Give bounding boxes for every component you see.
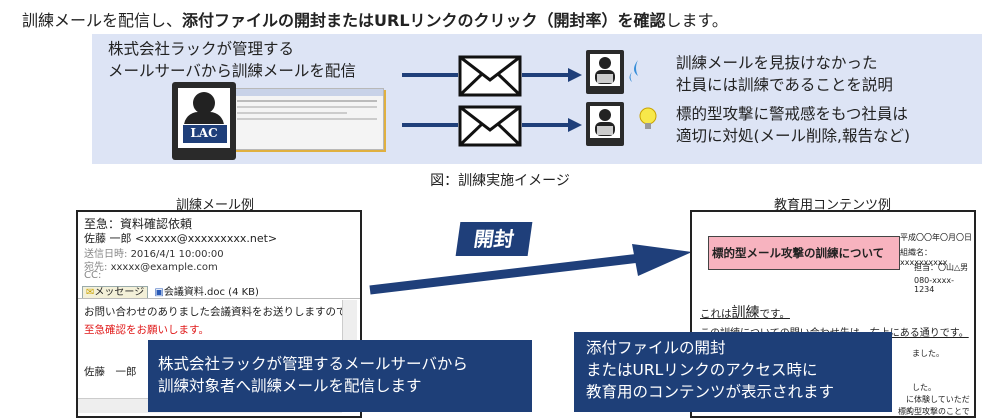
edu-line-1-c: です。 — [759, 308, 790, 320]
attachment-file[interactable]: ▣会議資料.doc (4 KB) — [154, 287, 259, 298]
envelope-icon-upper — [458, 55, 522, 97]
edu-title: 標的型メール攻撃の訓練について — [712, 246, 885, 260]
mail-date-label: 送信日時: — [84, 249, 128, 260]
mail-date: 送信日時: 2016/4/1 10:00:00 — [84, 245, 224, 260]
edu-person: 担当：〇山△男 — [914, 263, 969, 272]
flow-arrows — [402, 50, 657, 147]
person-icon — [193, 92, 215, 114]
figure-caption: 図：訓練実施イメージ — [430, 173, 570, 189]
lac-logo: LAC — [190, 126, 218, 140]
upper-flow — [402, 68, 582, 82]
mail-example-label: 訓練メール例 — [176, 198, 255, 213]
edu-line-1-b: 訓練 — [731, 305, 760, 321]
sender-line-2: メールサーバから訓練メールを配信 — [108, 62, 356, 80]
lower-flow — [402, 118, 582, 132]
message-tab[interactable]: ✉メッセージ — [82, 286, 149, 299]
mail-attachments: ✉メッセージ ▣会議資料.doc (4 KB) — [82, 283, 259, 299]
mail-signature: 佐藤 一郎 — [84, 366, 137, 378]
employee-icon-lower — [586, 102, 624, 146]
headline-text: 訓練メールを配信し、 — [22, 11, 183, 30]
lac-monitor-icon: LAC — [172, 82, 236, 160]
mail-from: 佐藤 一郎 <xxxxx@xxxxxxxxx.net> — [84, 232, 278, 245]
word-doc-icon: ▣ — [154, 287, 164, 298]
left-callout: 株式会社ラックが管理するメールサーバから 訓練対象者へ訓練メールを配信します — [148, 340, 532, 412]
headline-tail: します。 — [665, 11, 728, 30]
edu-fragment-1: ました。 — [912, 349, 944, 358]
edu-line-1-a: これは — [700, 308, 732, 320]
outcome-missed-line-2: 社員には訓練であることを説明 — [676, 76, 893, 94]
lightbulb-icon — [639, 107, 657, 129]
mail-subject: 至急：資料確認依頼 — [84, 217, 193, 231]
left-callout-line-2: 訓練対象者へ訓練メールを配信します — [158, 377, 422, 395]
mail-to-value: xxxxx@example.com — [110, 262, 218, 273]
mail-body-line-2: 至急確認をお願いします。 — [84, 324, 209, 336]
edu-date: 平成〇〇年〇月〇日 — [900, 233, 972, 242]
edu-org: 組織名：xxxxxxxxxx — [900, 248, 948, 267]
headline: 訓練メールを配信し、添付ファイルの開封またはURLリンクのクリック（開封率）を確… — [22, 7, 728, 31]
mail-cc: CC: — [84, 270, 102, 281]
right-callout-line-2: またはURLリンクのアクセス時に — [586, 361, 818, 379]
outcome-alert-line-2: 適切に対処(メール削除,報告など) — [676, 127, 911, 145]
edu-fragment-3: に体験していただく — [906, 395, 970, 415]
attachment-file-name: 会議資料.doc (4 KB) — [163, 287, 259, 298]
mail-date-value: 2016/4/1 10:00:00 — [130, 249, 224, 260]
envelope-icon-lower — [458, 105, 522, 147]
right-callout: 添付ファイルの開封 またはURLリンクのアクセス時に 教育用のコンテンツが表示さ… — [574, 332, 892, 412]
right-callout-line-1: 添付ファイルの開封 — [586, 339, 726, 357]
edu-fragment-2: した。 — [912, 383, 936, 392]
employee-icon-upper — [586, 50, 624, 94]
sender-line-1: 株式会社ラックが管理する — [108, 40, 295, 58]
open-badge: 開封 — [455, 222, 533, 256]
outcome-missed: 訓練メールを見抜けなかった 社員には訓練であることを説明 — [676, 52, 893, 96]
mail-to: 宛先: xxxxx@example.com — [84, 258, 218, 273]
edu-example-label: 教育用コンテンツ例 — [774, 198, 892, 213]
sweat-icon — [629, 60, 638, 82]
message-tab-label: メッセージ — [94, 287, 145, 298]
outcome-alert-line-1: 標的型攻撃に警戒感をもつ社員は — [676, 105, 908, 123]
mail-body-line-1: お問い合わせのありました会議資料をお送りしますので、 — [84, 306, 357, 318]
mail-to-label: 宛先: — [84, 262, 108, 273]
edu-fragment-4: 標的型攻撃のことで驚かれた — [898, 407, 970, 416]
right-callout-line-3: 教育用のコンテンツが表示されます — [586, 383, 835, 401]
mail-divider — [78, 298, 360, 299]
envelope-small-icon: ✉ — [86, 287, 95, 298]
sender-description: 株式会社ラックが管理する メールサーバから訓練メールを配信 — [108, 38, 356, 82]
left-callout-line-1: 株式会社ラックが管理するメールサーバから — [158, 355, 468, 373]
edu-tel: 080-xxxx-1234 — [914, 276, 954, 294]
outcome-alert: 標的型攻撃に警戒感をもつ社員は 適切に対処(メール削除,報告など) — [676, 103, 910, 147]
outcome-missed-line-1: 訓練メールを見抜けなかった — [676, 54, 878, 72]
edu-title-box — [708, 236, 900, 270]
email-thumbnail — [230, 88, 384, 150]
edu-line-1: これは訓練です。 — [700, 302, 790, 322]
headline-bold: 添付ファイルの開封またはURLリンクのクリック（開封率）を確認 — [182, 11, 666, 30]
